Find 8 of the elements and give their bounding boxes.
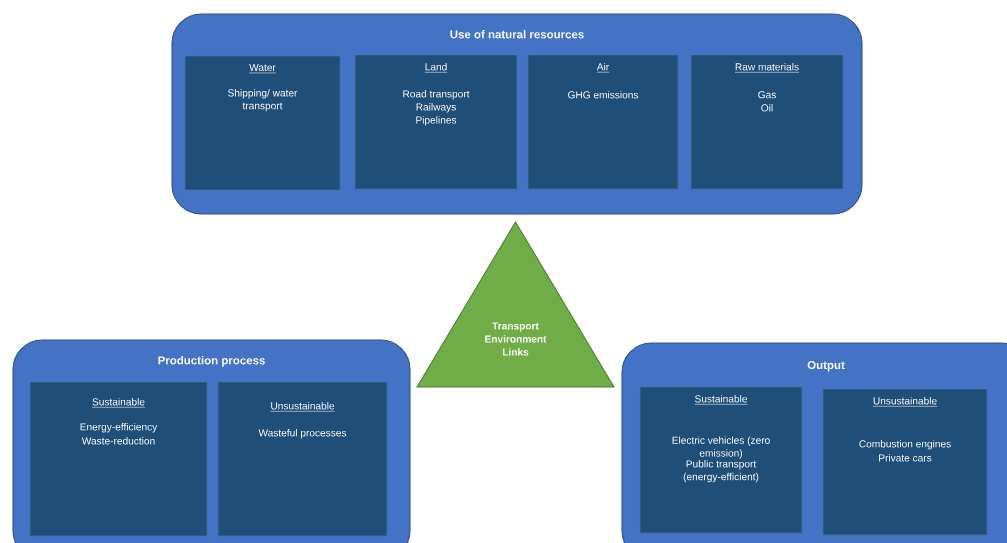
category-box: Sustainable Energy-efficiency Waste-reduction (29, 381, 208, 537)
category-box: Water Shipping/ water transport (184, 55, 341, 191)
category-box: Sustainable Electric vehicles (zero emission) Public transport (energy-efficient) (639, 386, 803, 534)
category-box: Air GHG emissions (527, 54, 679, 190)
category-box: Unsustainable Combustion engines Private cars (822, 388, 988, 536)
category-box: Land Road transport Railways Pipelines (354, 54, 518, 190)
category-box: Unsustainable Wasteful processes (217, 381, 388, 537)
category-box: Raw materials Gas Oil (690, 54, 844, 190)
